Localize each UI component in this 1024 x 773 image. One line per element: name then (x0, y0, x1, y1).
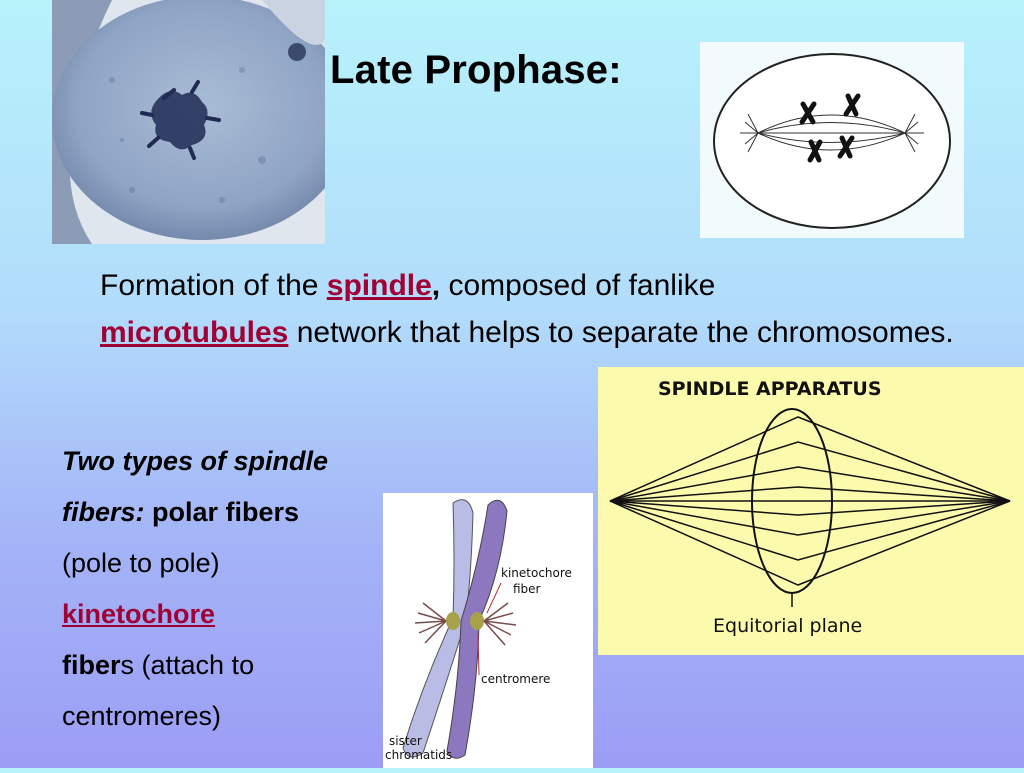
apparatus-heading: SPINDLE APPARATUS (658, 378, 882, 400)
spindle-apparatus-diagram: SPINDLE APPARATUS Equitorial plane (598, 367, 1024, 655)
desc-part-1: Formation of the (100, 269, 327, 302)
spindle-sketch-image (700, 42, 964, 238)
cell-micrograph-image (52, 0, 352, 244)
fiber-desc: s (attach to (120, 650, 255, 680)
chromosome-diagram: kinetochore fiber centromere sister chro… (383, 493, 593, 768)
chromatids-label: chromatids (385, 748, 452, 762)
spindle-description: Formation of the spindle, composed of fa… (100, 262, 980, 356)
types-line-5: fibers (attach to (62, 640, 392, 691)
polar-fibers-term: polar fibers (144, 497, 300, 527)
types-line-6: centromeres) (62, 701, 222, 731)
microtubules-keyword-link[interactable]: microtubules (100, 316, 289, 349)
centromere-label: centromere (481, 672, 550, 686)
types-intro-b: fibers: (62, 497, 145, 527)
types-line-2: fibers: polar fibers (62, 487, 392, 538)
sister-label: sister (389, 734, 422, 748)
types-intro-a: Two types of spindle (62, 446, 329, 476)
spindle-keyword-link[interactable]: spindle (326, 269, 432, 302)
desc-part-3: network that helps to separate the chrom… (288, 316, 954, 349)
fiber-types-text: Two types of spindle fibers: polar fiber… (62, 436, 392, 742)
fiber-bold-term: fiber (62, 650, 121, 680)
slide-title: Late Prophase: (330, 48, 622, 92)
types-line-4: kinetochore (62, 589, 392, 640)
apparatus-caption: Equitorial plane (713, 615, 862, 637)
desc-part-2: composed of fanlike (440, 269, 716, 302)
desc-comma: , (431, 269, 441, 302)
kinetochore-label: kinetochore (501, 566, 572, 580)
fiber-label: fiber (513, 582, 541, 596)
kinetochore-keyword-link[interactable]: kinetochore (62, 599, 216, 629)
types-line-3: (pole to pole) (62, 548, 220, 578)
types-line-1: Two types of spindle (62, 436, 392, 487)
